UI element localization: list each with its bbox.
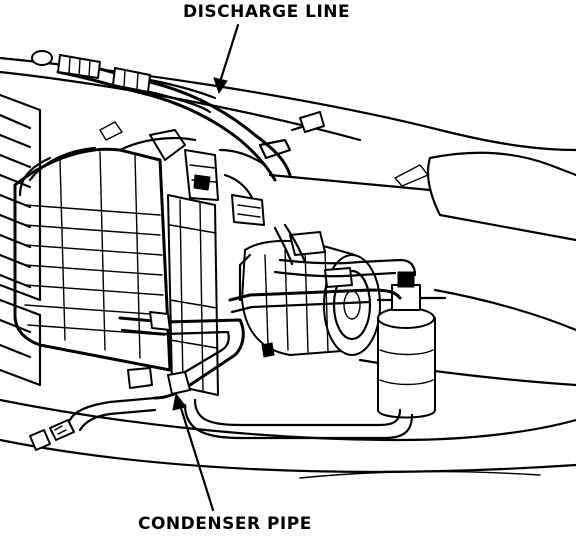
- discharge-line-label: DISCHARGE LINE: [183, 2, 351, 22]
- condenser: [13, 146, 172, 372]
- condenser-pipe-label: CONDENSER PIPE: [138, 514, 312, 534]
- mounting-bolt: [29, 419, 75, 451]
- discharge-line-arrow: [213, 23, 240, 95]
- condenser-pipe-arrow: [172, 392, 215, 512]
- upper-fittings-cluster: [118, 111, 325, 226]
- condenser-side-tank: [167, 194, 219, 396]
- condenser-pipe: [58, 311, 245, 432]
- discharge-line: [31, 50, 292, 182]
- compressor: [238, 231, 381, 358]
- vehicle-body-outline: [0, 56, 576, 479]
- refrigerant-lines: [183, 223, 417, 440]
- receiver-drier: [376, 271, 447, 419]
